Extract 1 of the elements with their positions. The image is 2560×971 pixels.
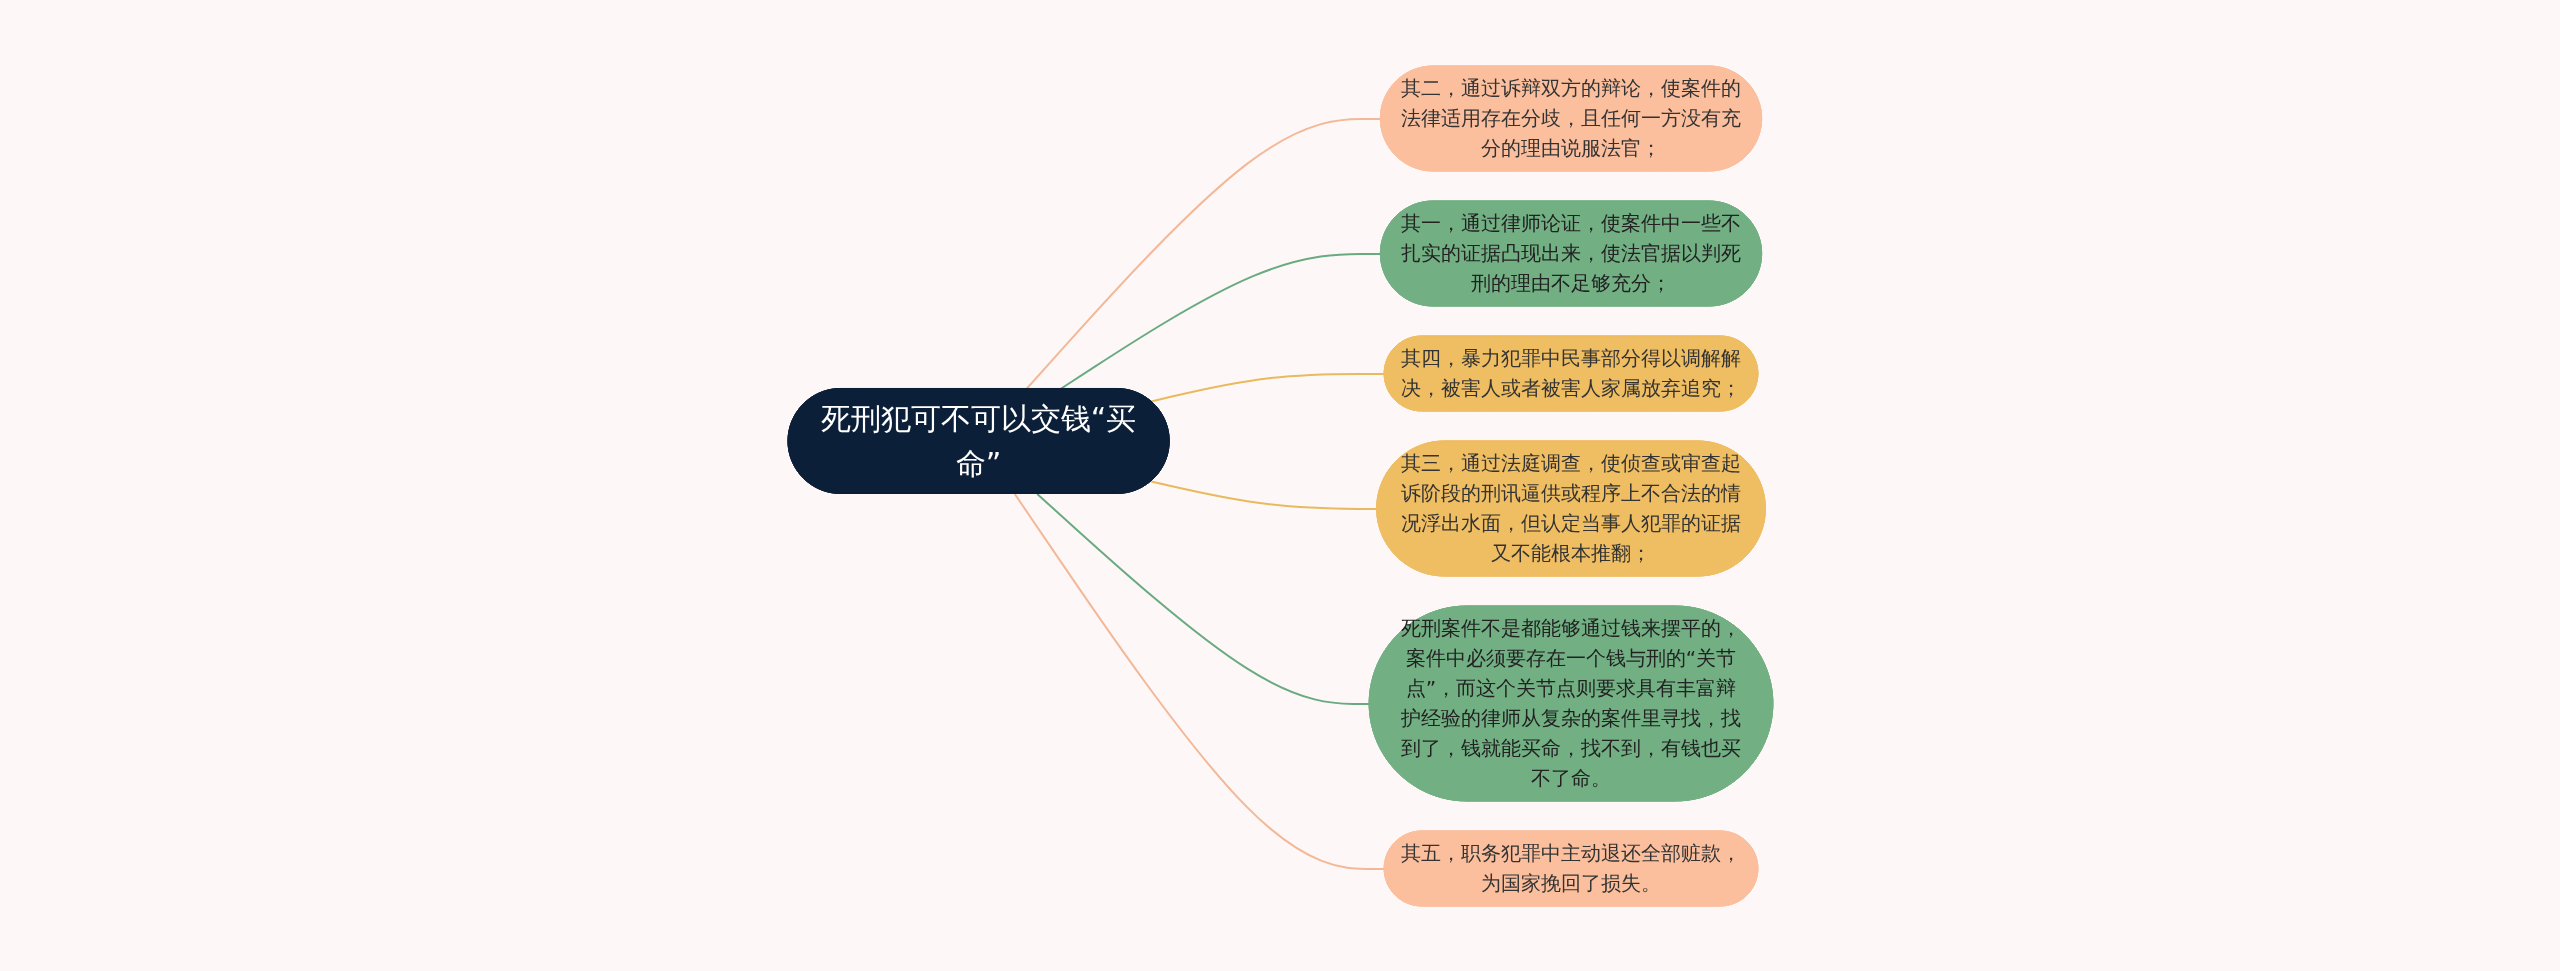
connector [1149,480,1378,510]
